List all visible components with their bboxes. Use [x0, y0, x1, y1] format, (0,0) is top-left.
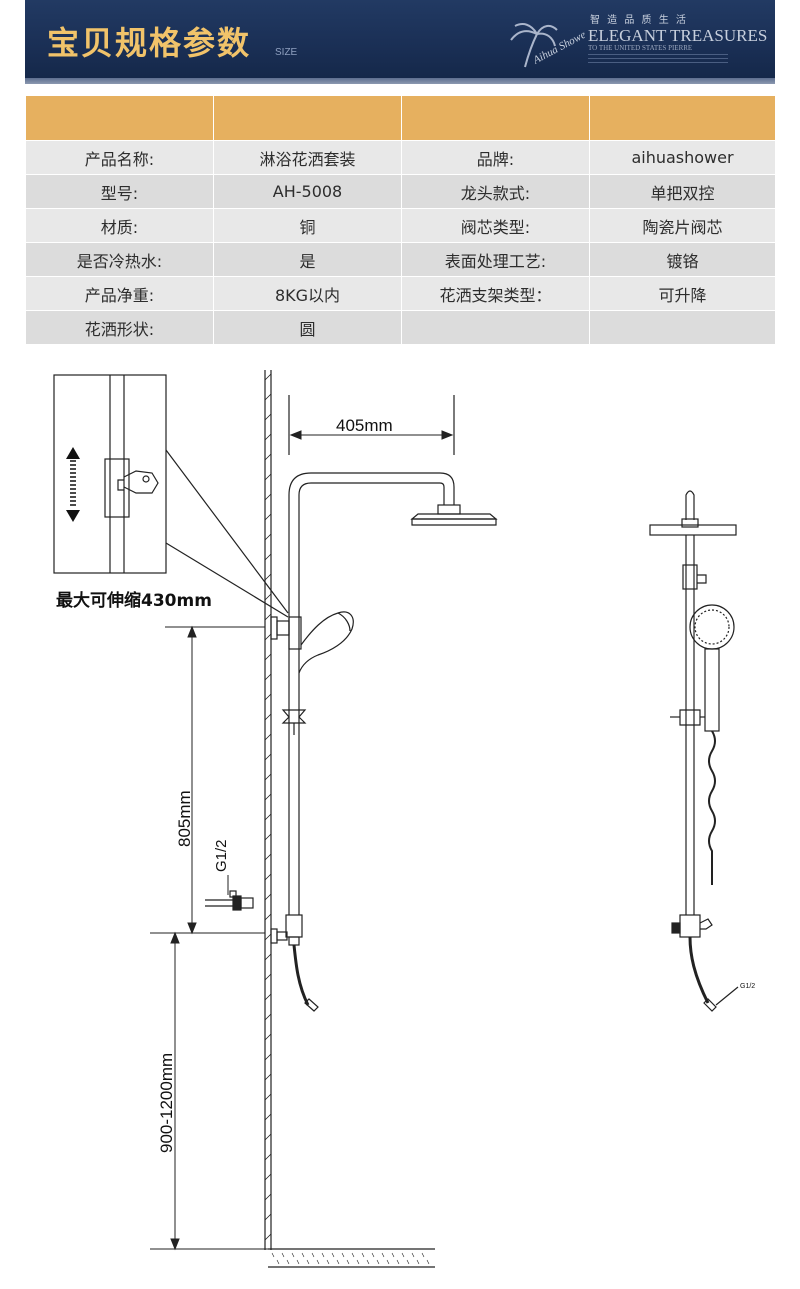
shower-side-view [205, 395, 498, 1012]
floor [268, 1248, 435, 1268]
dim-rail-height: 805mm [175, 790, 194, 847]
detail-inset [53, 374, 289, 618]
brand-name: ELEGANT TREASURES [588, 26, 768, 45]
spec-label-cell: 品牌: [401, 140, 590, 175]
spec-value-cell: 单把双控 [589, 174, 776, 209]
dim-arm-length: 405mm [336, 416, 393, 435]
dim-thread-small: G1/2 [740, 983, 755, 990]
dim-install-height: 900-1200mm [157, 1053, 176, 1153]
table-row: 产品名称:淋浴花洒套装品牌:aihuashower [25, 140, 776, 175]
spec-label-cell: 产品名称: [25, 140, 214, 175]
spec-value-cell: 陶瓷片阀芯 [589, 208, 776, 243]
spec-label-cell: 阀芯类型: [401, 208, 590, 243]
spec-value-cell: 8KG以内 [213, 276, 402, 311]
palm-logo-icon: Aihua Shower [510, 23, 585, 68]
spec-label-cell: 是否冷热水: [25, 242, 214, 277]
table-row: 花洒形状:圆 [25, 310, 776, 345]
dim-thread: G1/2 [213, 839, 230, 872]
spec-value-cell: 可升降 [589, 276, 776, 311]
spec-label-cell: 产品净重: [25, 276, 214, 311]
spec-label-cell: 表面处理工艺: [401, 242, 590, 277]
spec-value-cell: AH-5008 [213, 174, 402, 209]
max-stretch-label: 最大可伸缩430mm [56, 591, 212, 611]
wall [264, 370, 272, 1250]
brand-decoration [588, 54, 728, 66]
page-subtitle: SIZE [275, 47, 298, 58]
spec-label-cell: 花洒支架类型： [401, 276, 590, 311]
spec-value-cell [589, 310, 776, 345]
brand-slogan: 智 造 品 质 生 活 [590, 15, 688, 26]
table-row: 产品净重:8KG以内花洒支架类型：可升降 [25, 276, 776, 311]
spec-value-cell: aihuashower [589, 140, 776, 175]
spec-value-cell: 是 [213, 242, 402, 277]
spec-value-cell: 镀铬 [589, 242, 776, 277]
stretch-arrow-icon [66, 447, 80, 522]
shower-technical-drawing: 405mm 805mm G1/2 900-1200mm G1/2 [53, 370, 755, 1268]
brand-tagline: TO THE UNITED STATES PIERRE [588, 44, 693, 52]
table-row: 是否冷热水:是表面处理工艺:镀铬 [25, 242, 776, 277]
spec-value-cell: 圆 [213, 310, 402, 345]
spec-value-cell: 铜 [213, 208, 402, 243]
spec-label-cell [401, 310, 590, 345]
spec-label-cell: 龙头款式: [401, 174, 590, 209]
spec-value-cell: 淋浴花洒套装 [213, 140, 402, 175]
spec-label-cell: 材质: [25, 208, 214, 243]
header-banner: 宝贝规格参数 SIZE Aihua Shower 智 造 品 质 生 活 ELE… [25, 0, 775, 84]
table-row: 材质:铜阀芯类型:陶瓷片阀芯 [25, 208, 776, 243]
shower-front-view [649, 490, 739, 1012]
table-header-row [25, 95, 776, 141]
spec-label-cell: 型号: [25, 174, 214, 209]
dimension-lines [150, 430, 454, 1251]
page-title: 宝贝规格参数 [47, 24, 252, 62]
spec-label-cell: 花洒形状: [25, 310, 214, 345]
